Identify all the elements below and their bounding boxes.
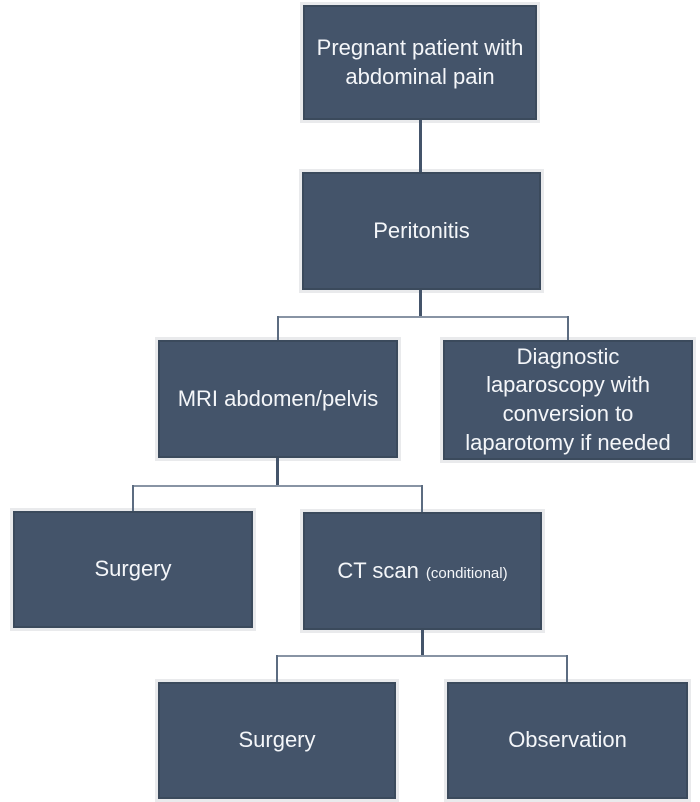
connector-ctscan-branch-horizontal <box>276 655 568 657</box>
node-mri-abdomen-pelvis: MRI abdomen/pelvis <box>158 340 398 458</box>
node-diagnostic-laparoscopy: Diagnostic laparoscopy with conversion t… <box>443 340 693 460</box>
connector-pregnant-to-peritonitis <box>419 120 422 172</box>
node-ct-scan-label: CT scan (conditional) <box>333 557 511 586</box>
node-observation-label: Observation <box>508 727 627 753</box>
connector-ctscan-stem <box>421 630 424 657</box>
node-ct-scan-main-text: CT scan <box>337 557 419 583</box>
connector-peritonitis-branch-horizontal <box>277 316 569 318</box>
node-peritonitis-label: Peritonitis <box>373 217 470 243</box>
node-surgery-after-mri-label: Surgery <box>94 556 172 582</box>
node-observation: Observation <box>447 682 688 799</box>
connector-mri-to-ctscan-drop <box>421 485 423 512</box>
connector-ctscan-to-surgery-drop <box>276 655 278 682</box>
node-diagnostic-laparoscopy-label: Diagnostic laparoscopy with conversion t… <box>465 343 671 455</box>
node-ct-scan: CT scan (conditional) <box>303 512 542 630</box>
node-mri-abdomen-pelvis-label: MRI abdomen/pelvis <box>177 385 379 411</box>
connector-mri-stem <box>276 458 279 487</box>
connector-ctscan-to-observation-drop <box>566 655 568 682</box>
node-pregnant-patient: Pregnant patient with abdominal pain <box>303 5 537 120</box>
node-surgery-after-mri: Surgery <box>13 511 253 628</box>
connector-peritonitis-stem <box>419 290 422 318</box>
node-surgery-after-ct: Surgery <box>158 682 396 799</box>
connector-peritonitis-to-mri-drop <box>277 316 279 340</box>
node-peritonitis: Peritonitis <box>302 172 541 290</box>
node-pregnant-patient-label: Pregnant patient with abdominal pain <box>316 34 524 89</box>
node-ct-scan-conditional-note: (conditional) <box>425 564 508 582</box>
connector-mri-branch-horizontal <box>132 485 423 487</box>
node-surgery-after-ct-label: Surgery <box>238 727 316 753</box>
connector-mri-to-surgery-drop <box>132 485 134 511</box>
connector-peritonitis-to-diagnostic-drop <box>567 316 569 340</box>
